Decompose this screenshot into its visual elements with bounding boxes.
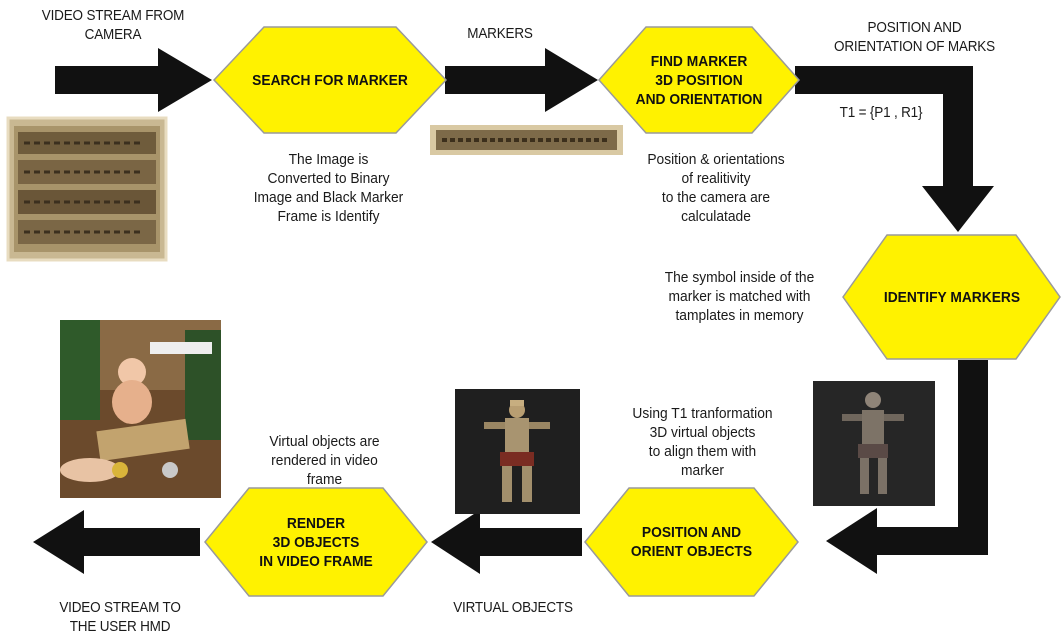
caption-identify: The symbol inside of the marker is match… [664, 269, 815, 324]
node-find-marker [597, 26, 801, 134]
edge-label-virtual-objects: VIRTUAL OBJECTS [453, 599, 573, 616]
node-label-position: POSITION AND ORIENT OBJECTS [630, 524, 753, 560]
edge-label-transform: T1 = {P1 , R1} [839, 104, 923, 121]
marker-photo-strip [430, 125, 623, 155]
arrow-video-in [55, 48, 212, 112]
node-position-orient [584, 487, 799, 597]
node-label-search: SEARCH FOR MARKER [252, 71, 408, 89]
arrow-virtual-objects [431, 510, 582, 574]
edge-label-markers: MARKERS [467, 25, 533, 42]
virtual-object-render-dark [813, 381, 935, 506]
edge-label-position-orientation: POSITION AND ORIENTATION OF MARKS [834, 19, 995, 55]
arrow-video-out [33, 510, 200, 574]
node-label-render: RENDER 3D OBJECTS IN VIDEO FRAME [259, 514, 373, 570]
caption-position: Using T1 tranformation 3D virtual object… [632, 405, 773, 479]
edge-label-video-out: VIDEO STREAM TO THE USER HMD [59, 599, 181, 635]
virtual-object-render [455, 389, 580, 514]
ar-scene-photo [60, 320, 221, 498]
caption-find: Position & orientations of realitivity t… [647, 151, 785, 225]
node-label-find: FIND MARKER 3D POSITION AND ORIENTATION [635, 52, 763, 108]
node-label-identify: IDENTIFY MARKERS [883, 288, 1021, 306]
arrow-pos-orient [795, 66, 994, 232]
caption-search: The Image is Converted to Binary Image a… [253, 151, 404, 225]
arrow-transform [826, 360, 988, 574]
node-identify-markers [842, 234, 1061, 360]
caption-render: Virtual objects are rendered in video fr… [269, 433, 380, 488]
node-search-for-marker [212, 26, 448, 134]
marker-photo-large [6, 116, 168, 262]
edge-label-video-in: VIDEO STREAM FROM CAMERA [41, 7, 185, 43]
arrow-markers [445, 48, 598, 112]
node-render [204, 487, 428, 597]
